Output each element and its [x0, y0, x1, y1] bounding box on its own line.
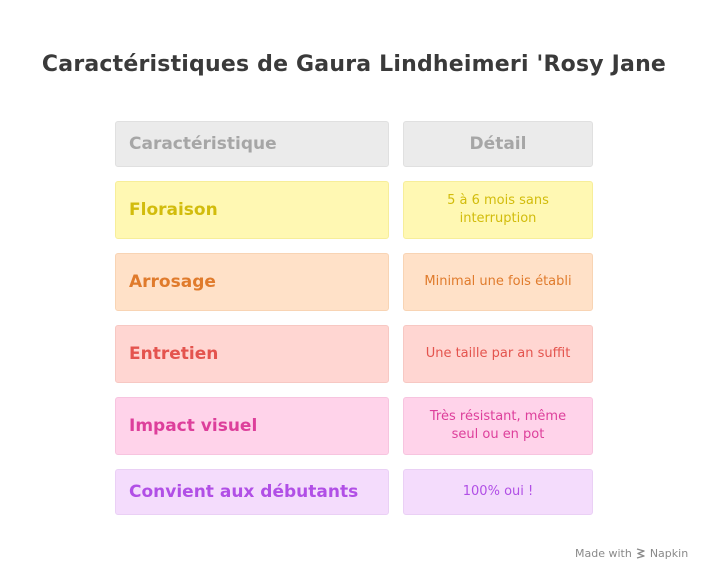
- row-debutants-detail: 100% oui !: [403, 469, 593, 515]
- made-with-label: Made with: [575, 547, 632, 560]
- row-debutants-feature: Convient aux débutants: [115, 469, 389, 515]
- row-arrosage-detail: Minimal une fois établi: [403, 253, 593, 311]
- row-impact-visuel-feature: Impact visuel: [115, 397, 389, 455]
- row-arrosage-feature: Arrosage: [115, 253, 389, 311]
- row-impact-visuel-detail: Très résistant, même seul ou en pot: [403, 397, 593, 455]
- header-detail: Détail: [403, 121, 593, 167]
- napkin-brand-label: Napkin: [649, 547, 689, 560]
- made-with-napkin-badge[interactable]: Made with Napkin: [575, 547, 688, 560]
- page-title: Caractéristiques de Gaura Lindheimeri 'R…: [41, 52, 667, 77]
- header-feature: Caractéristique: [115, 121, 389, 167]
- row-floraison-feature: Floraison: [115, 181, 389, 239]
- row-floraison-detail: 5 à 6 mois sans interruption: [403, 181, 593, 239]
- napkin-logo-icon: [636, 548, 645, 559]
- row-entretien-feature: Entretien: [115, 325, 389, 383]
- row-entretien-detail: Une taille par an suffit: [403, 325, 593, 383]
